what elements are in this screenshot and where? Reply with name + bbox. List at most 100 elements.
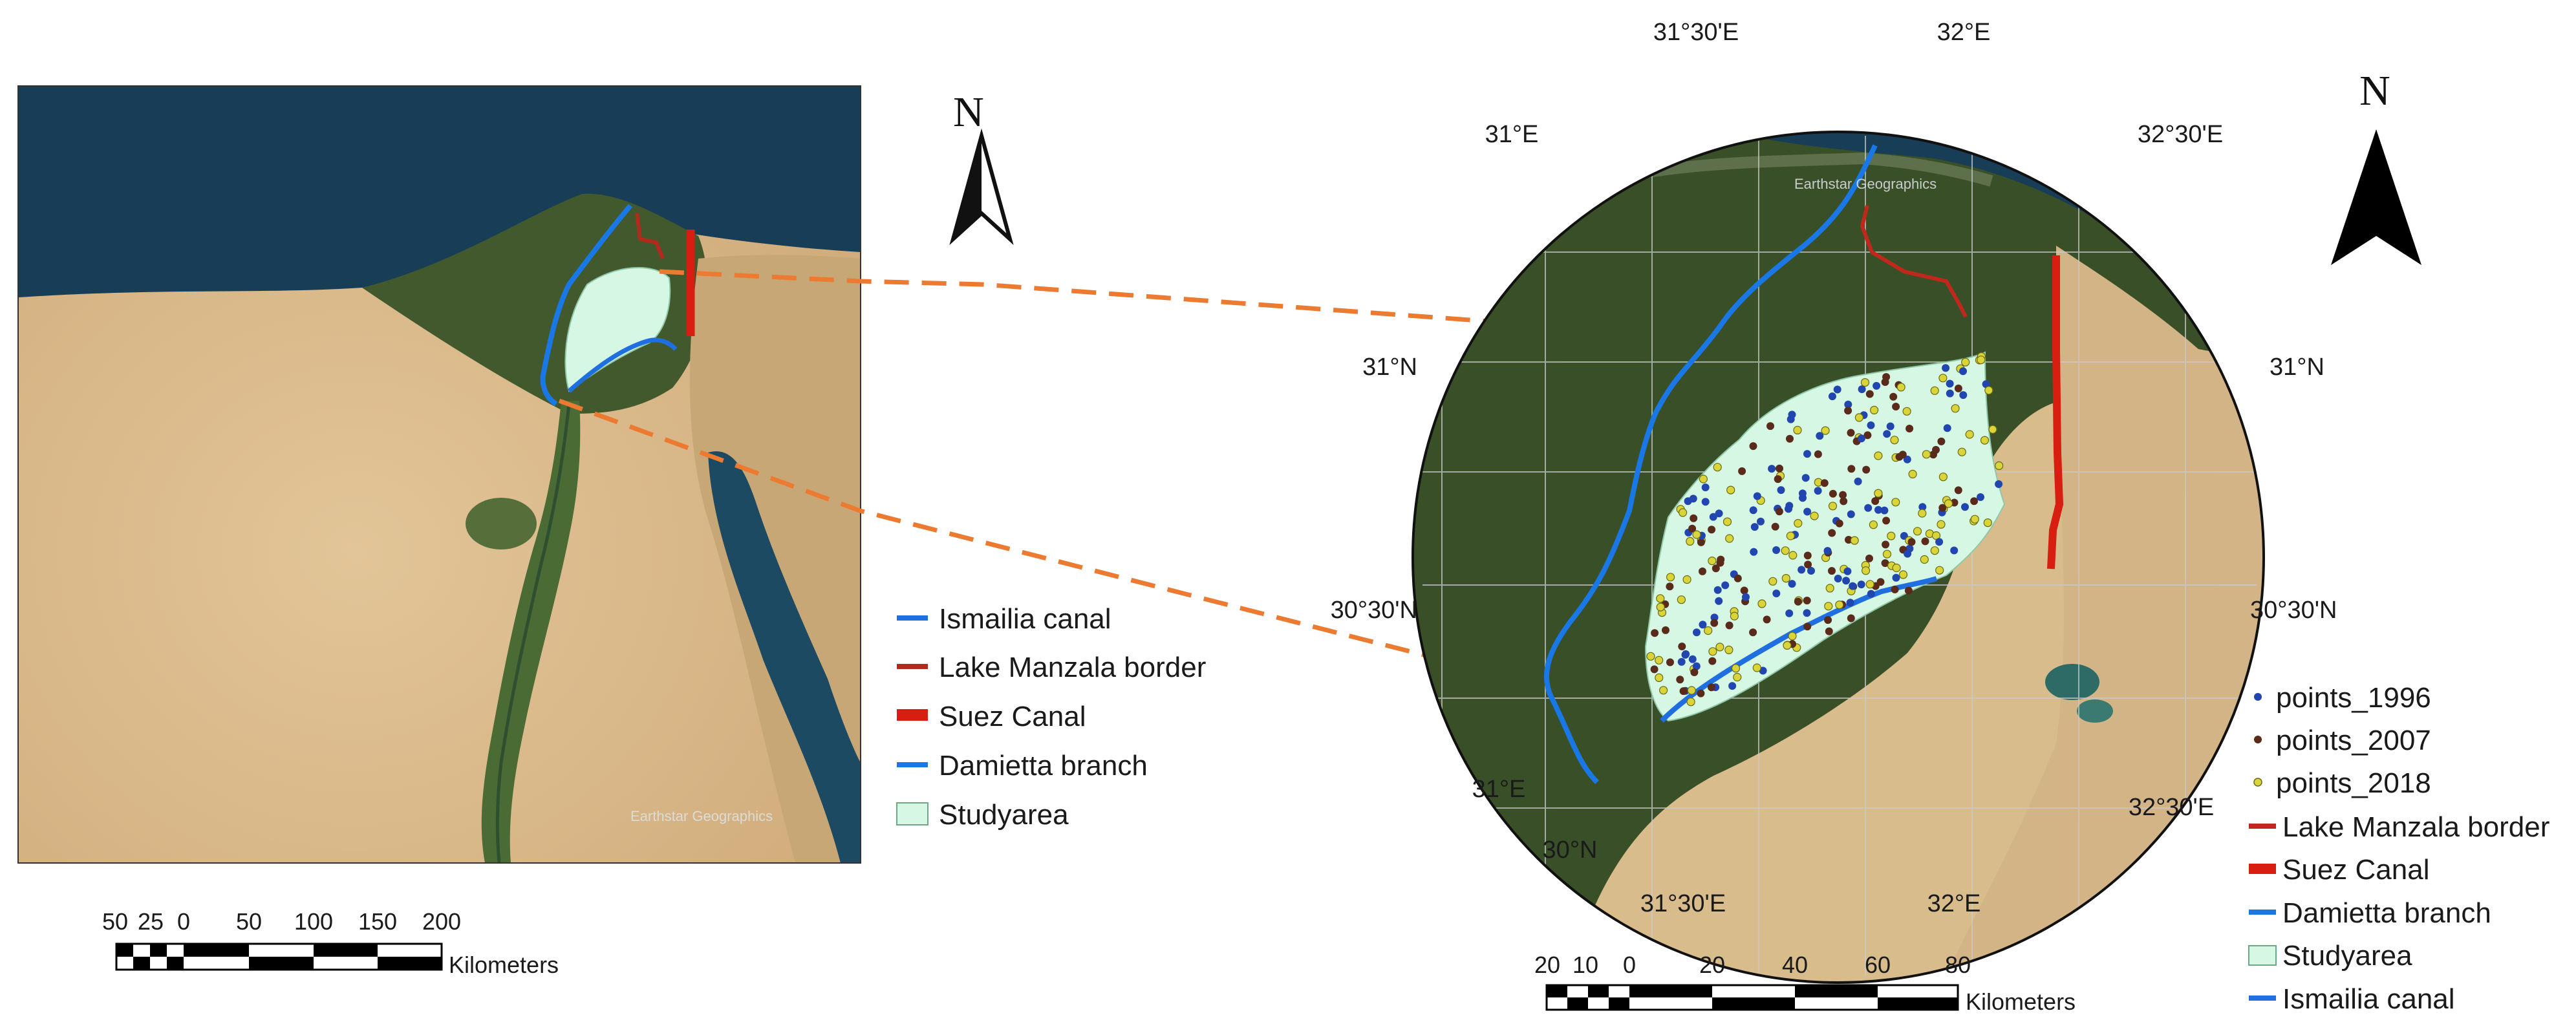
sample-point	[1905, 425, 1914, 432]
sample-point	[1776, 464, 1783, 473]
sample-points-layer	[1646, 352, 2004, 707]
left-sea	[18, 86, 861, 297]
right-scale-bar: 20 10 0 20 40 60 80 Kilometers	[1534, 952, 2076, 1015]
sample-point	[1749, 442, 1757, 451]
sample-point	[1708, 647, 1717, 656]
sample-point	[1882, 516, 1891, 525]
sample-point	[1724, 645, 1733, 655]
sample-point	[1863, 431, 1872, 440]
coord-lat-3030-right: 30°30'N	[2250, 597, 2337, 624]
right-legend-points-2018: points_2018	[2276, 767, 2431, 799]
sample-point	[1814, 450, 1822, 458]
sample-point	[1918, 509, 1927, 518]
sample-point	[1887, 531, 1896, 540]
sample-point	[1775, 507, 1783, 516]
sample-point	[1763, 615, 1771, 624]
sample-point	[1891, 498, 1900, 507]
coord-top-lon-a: 31°30'E	[1653, 19, 1739, 46]
sample-point	[1707, 683, 1715, 692]
sample-point	[1867, 421, 1875, 429]
sample-point	[1777, 486, 1785, 495]
sample-point	[1828, 529, 1836, 537]
legend-symbol-studyarea-r	[2248, 945, 2277, 966]
left-legend-damietta: Damietta branch	[939, 750, 1148, 782]
sample-point	[1892, 403, 1900, 410]
sample-point	[1650, 665, 1658, 674]
legend-symbol-studyarea	[896, 802, 928, 825]
sample-point	[1726, 485, 1735, 495]
sample-point	[1834, 575, 1842, 582]
sample-point	[1880, 506, 1889, 515]
sample-point	[1677, 657, 1686, 666]
sample-point	[1816, 432, 1824, 440]
left-watermark: Earthstar Geographics	[630, 808, 773, 824]
sample-point	[1835, 600, 1844, 610]
sample-point	[1918, 503, 1927, 511]
sample-point	[1679, 687, 1688, 696]
sample-point	[1690, 668, 1699, 676]
sample-point	[1725, 621, 1733, 630]
coord-left-lon-bottom: 31°E	[1472, 776, 1526, 803]
sample-point	[1874, 489, 1883, 498]
sample-point	[1847, 429, 1855, 437]
sample-point	[1982, 380, 1990, 389]
sample-point	[1814, 487, 1822, 495]
sample-point	[1681, 650, 1690, 659]
sample-point	[1867, 590, 1875, 598]
sample-point	[1785, 505, 1792, 513]
sample-point	[1750, 548, 1758, 556]
sample-point	[1954, 384, 1962, 392]
sample-point	[1803, 597, 1811, 604]
sample-point	[1666, 573, 1675, 582]
sample-point	[1903, 455, 1911, 463]
right-scale-tick: 80	[1945, 952, 1971, 978]
sample-point	[1708, 526, 1716, 534]
left-delta	[362, 193, 708, 414]
sample-point	[1882, 540, 1890, 549]
sample-point	[1959, 367, 1967, 376]
right-legend: points_1996 points_2007 points_2018 Lake…	[2248, 682, 2549, 1015]
sample-point	[1891, 585, 1899, 593]
sample-point	[1823, 547, 1832, 555]
sample-point	[1889, 392, 1898, 401]
connector-top	[659, 269, 1915, 355]
sample-point	[1913, 527, 1922, 536]
sample-point	[1847, 465, 1856, 473]
left-study-area	[564, 267, 671, 392]
sample-point	[1995, 480, 2003, 488]
sample-point	[1768, 465, 1776, 473]
coord-lat-31-left: 31°N	[1362, 354, 1417, 381]
sample-point	[1908, 469, 1917, 479]
sample-point	[1692, 662, 1701, 670]
sample-point	[1840, 497, 1848, 506]
sample-point	[1768, 577, 1777, 586]
sample-point	[1902, 407, 1911, 416]
sample-point	[1935, 566, 1944, 575]
right-coordinate-labels: 31°30'E 32°E 31°E 32°30'E 31°N 31°N 30°3…	[1331, 19, 2337, 917]
left-legend: Ismailia canal Lake Manzala border Suez …	[896, 603, 1206, 831]
left-scale-tick: 50	[236, 908, 262, 935]
sample-point	[1704, 626, 1713, 635]
coord-right-lon-bottom: 32°30'E	[2129, 794, 2214, 821]
left-nile-valley	[481, 401, 581, 863]
sample-point	[1687, 686, 1696, 695]
sample-point	[1864, 504, 1873, 512]
sample-point	[1655, 655, 1664, 665]
sample-point	[1771, 522, 1779, 531]
sample-point	[1995, 461, 2004, 471]
sample-point	[1865, 390, 1874, 398]
sample-point	[1980, 436, 1990, 445]
right-map: Earthstar Geographics	[1411, 131, 2265, 984]
coord-bottom-lon-b: 32°E	[1927, 890, 1981, 917]
sample-point	[1849, 582, 1857, 590]
left-map-frame	[17, 85, 861, 864]
sample-point	[1684, 497, 1692, 506]
left-scale-tick: 100	[294, 908, 333, 935]
left-scale-tick: 200	[422, 908, 461, 935]
right-ismailia-canal	[1660, 576, 1938, 723]
right-scale-tick: 20	[1699, 952, 1725, 978]
sample-point	[1951, 404, 1960, 413]
left-red-sea	[708, 451, 861, 863]
sample-point	[1679, 508, 1688, 517]
sample-point	[1699, 474, 1708, 484]
